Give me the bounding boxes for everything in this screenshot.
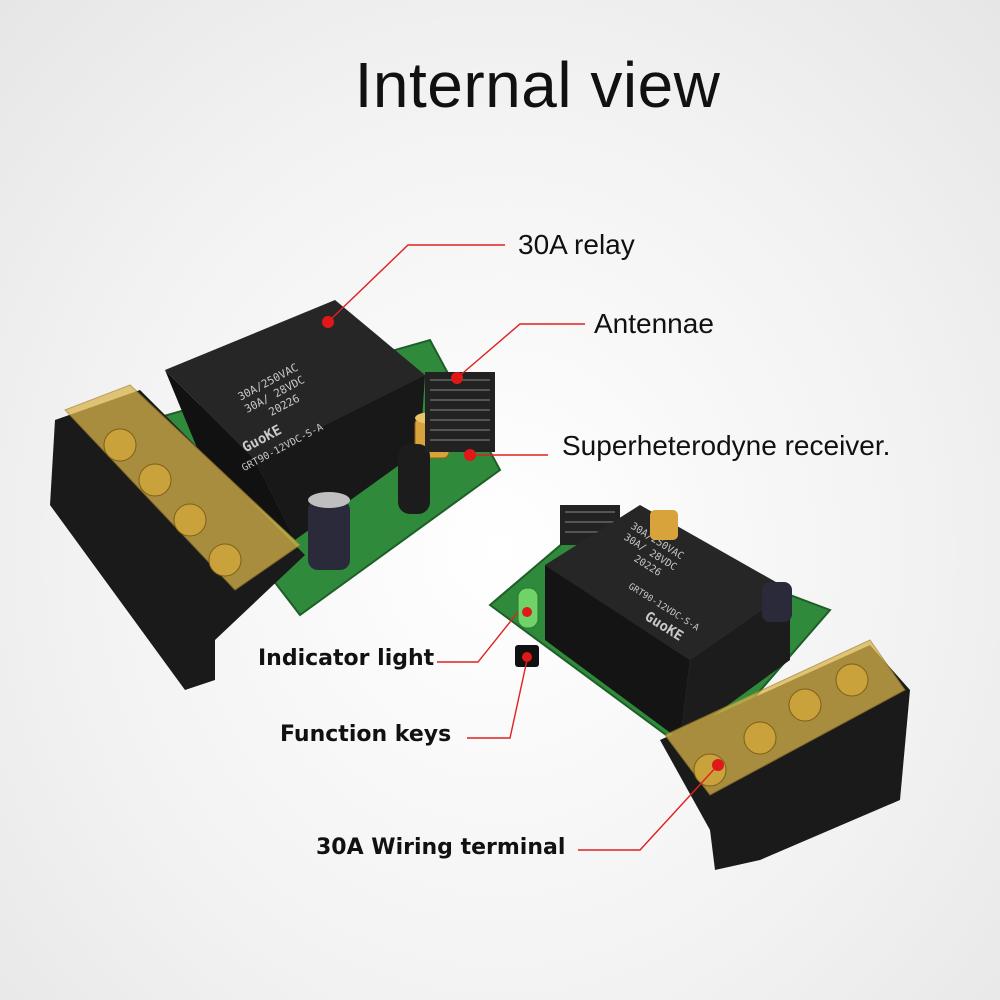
page-title: Internal view [354,49,721,121]
callout-antennae: Antennae [594,308,714,339]
callout-receiver: Superheterodyne receiver. [562,430,891,461]
left-antenna-coil [425,372,495,452]
leader-lines [327,244,719,851]
left-terminal-screws [103,428,242,577]
left-inductor [398,444,430,514]
right-module: 30A/250VAC 30A/ 28VDC 20226 GRT90-12VDC-… [488,505,910,870]
right-relay-front [545,565,690,740]
callout-indicator-light: Indicator light [258,646,435,671]
right-capacitor-yellow [650,510,678,540]
left-module: 30A/250VAC 30A/ 28VDC 20226 GuoKE GRT90-… [50,300,502,690]
leader-indicator [437,611,519,663]
left-relay-top [165,300,425,460]
callout-wiring-terminal: 30A Wiring terminal [316,835,566,860]
right-terminal-screws [693,663,869,787]
leader-dots [322,316,724,771]
left-terminal-body [50,390,305,690]
callout-relay: 30A relay [518,229,635,260]
leader-terminal [578,764,719,851]
left-relay-side [165,370,295,540]
leader-function-keys [467,659,528,739]
leader-antennae [456,323,585,379]
left-capacitor-silver [308,500,350,570]
right-relay-top [545,505,790,660]
right-relay-side [680,590,790,740]
right-capacitor-silver [762,582,792,622]
left-relay-front [255,375,425,540]
leader-relay [327,244,505,323]
callout-function-keys: Function keys [280,722,452,747]
